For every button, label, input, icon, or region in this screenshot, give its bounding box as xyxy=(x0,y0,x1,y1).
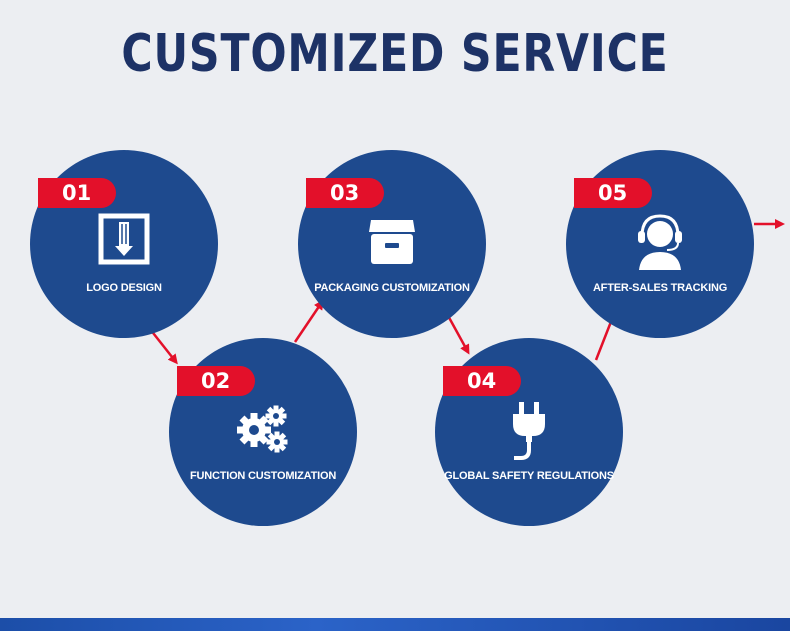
headset-support-icon xyxy=(638,214,682,270)
arrow-03-to-04 xyxy=(444,311,470,355)
step-number-badge: 04 xyxy=(443,366,521,396)
step-04: 04 GLOBAL SAFETY REGULATIONS xyxy=(435,338,623,526)
step-label: LOGO DESIGN xyxy=(86,282,162,294)
gears-icon xyxy=(237,405,288,453)
step-label: GLOBAL SAFETY REGULATIONS xyxy=(444,470,614,482)
power-plug-icon xyxy=(513,402,545,460)
step-number-badge: 02 xyxy=(177,366,255,396)
step-number-badge: 05 xyxy=(574,178,652,208)
box-icon xyxy=(369,220,415,264)
step-number-badge: 01 xyxy=(38,178,116,208)
arrow-02-to-03 xyxy=(293,299,324,343)
step-label: AFTER-SALES TRACKING xyxy=(592,282,728,294)
step-02: 02 xyxy=(169,338,357,526)
step-03: 03 PACKAGING CUSTOMIZATION xyxy=(298,150,486,338)
page-title: CUSTOMIZED SERVICE xyxy=(121,24,669,84)
footer-bar xyxy=(0,618,790,631)
step-01: 01 LOGO DESIGN xyxy=(30,150,218,338)
step-label: FUNCTION CUSTOMIZATION xyxy=(189,470,337,482)
step-label: PACKAGING CUSTOMIZATION xyxy=(314,282,470,294)
step-05: 05 AFTER-SALES TRACKING xyxy=(566,150,754,338)
logo-design-icon xyxy=(98,213,150,265)
step-number-badge: 03 xyxy=(306,178,384,208)
